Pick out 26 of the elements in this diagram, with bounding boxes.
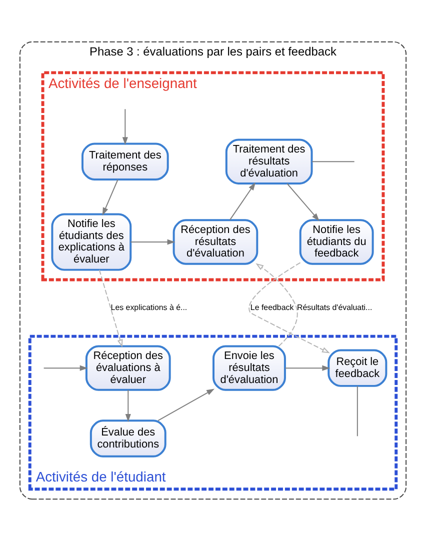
- connector: [356, 385, 358, 436]
- arrow: [158, 388, 215, 421]
- arrow: [284, 364, 330, 370]
- arrow: [125, 388, 131, 422]
- edge-label: Résultats d'évaluati...: [296, 302, 372, 312]
- edge-label: Les explications à é...: [110, 302, 188, 312]
- node-box: Réception des résultats d'évaluation: [172, 218, 258, 264]
- arrow: [229, 182, 256, 220]
- arrow: [102, 178, 118, 216]
- node-box: Évalue des contributions: [90, 419, 166, 457]
- arrow: [98, 268, 123, 347]
- arrow: [256, 262, 298, 346]
- node-box: Traitement des résultats d'évaluation: [225, 138, 313, 184]
- node-box: Notifie les étudiants du feedback: [299, 218, 374, 264]
- node-box: Traitement des réponses: [81, 142, 169, 180]
- node-box: Notifie les étudiants des explications à évaluer: [51, 212, 132, 270]
- edge-label: Le feedback: [250, 302, 294, 312]
- arrow: [286, 182, 320, 221]
- arrow: [43, 364, 88, 370]
- node-box: Reçoit le feedback: [328, 348, 388, 386]
- arrow: [122, 108, 128, 145]
- connector: [312, 160, 355, 162]
- arrow: [248, 262, 330, 353]
- node-box: Réception des évaluations à évaluer: [85, 344, 171, 390]
- arrow: [130, 238, 176, 244]
- node-box: Envoie les résultats d'évaluation: [212, 344, 286, 390]
